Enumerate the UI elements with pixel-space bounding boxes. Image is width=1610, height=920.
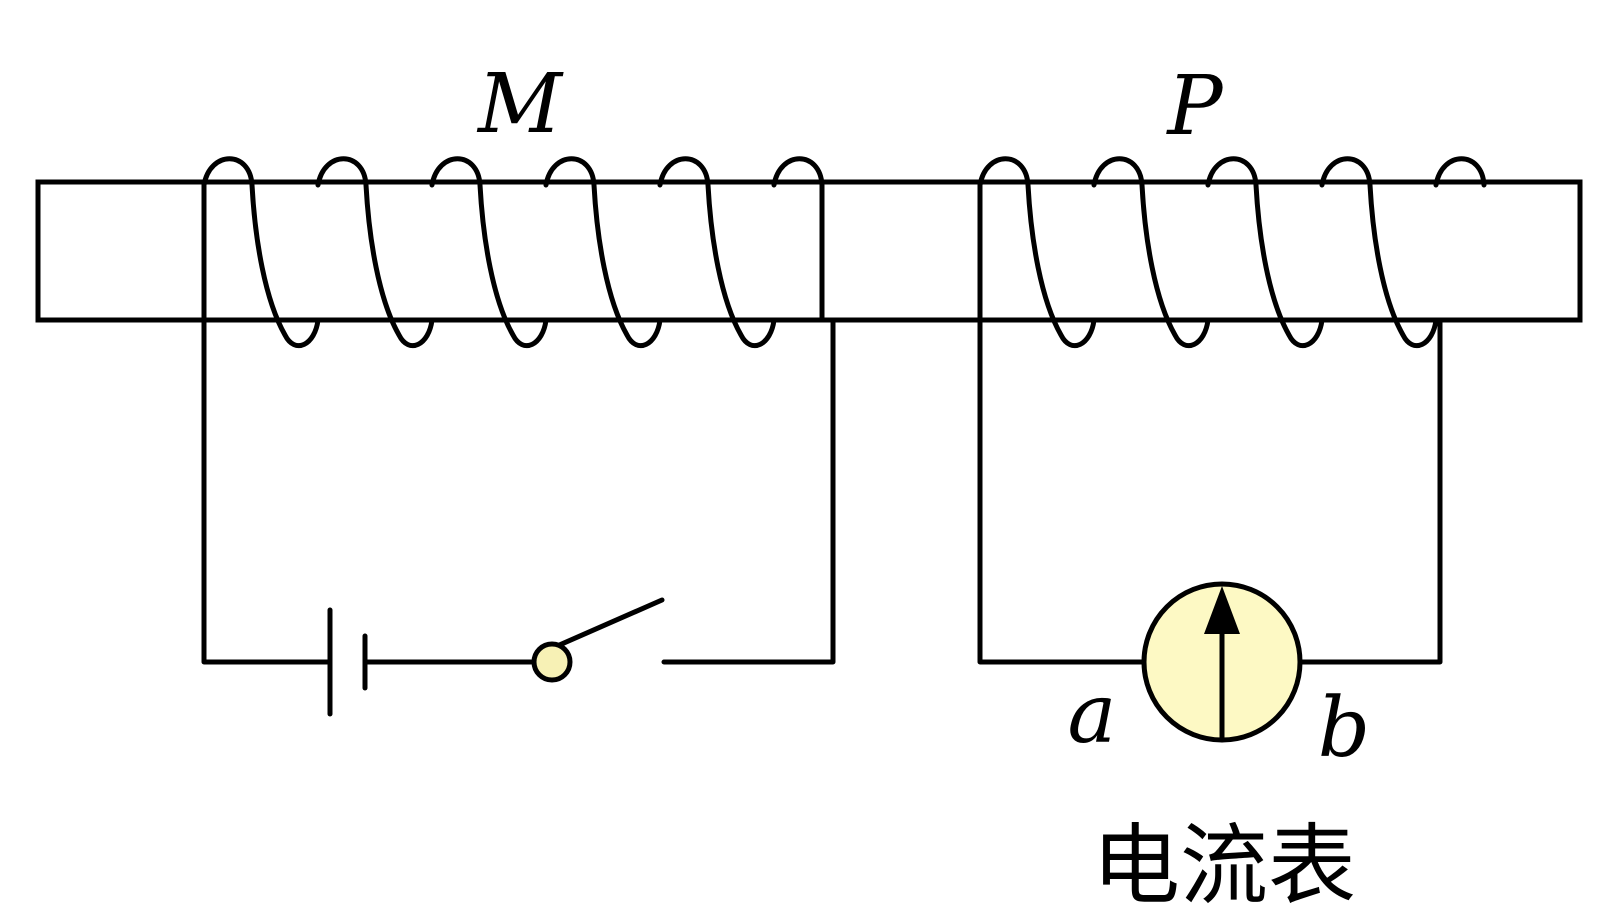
left-circuit <box>201 317 836 717</box>
coil-P <box>977 156 1487 349</box>
switch-blade <box>545 597 665 653</box>
label-M: M <box>476 57 564 152</box>
switch-pivot <box>531 641 573 683</box>
ammeter-arrowhead <box>1204 586 1240 634</box>
label-P: P <box>1165 59 1224 154</box>
label-b: b <box>1318 681 1371 776</box>
coil-M <box>201 156 825 349</box>
right-circuit <box>977 317 1443 743</box>
label-a: a <box>1068 667 1117 762</box>
iron-core <box>35 179 1583 323</box>
label-ammeter: 电流表 <box>1092 814 1356 917</box>
